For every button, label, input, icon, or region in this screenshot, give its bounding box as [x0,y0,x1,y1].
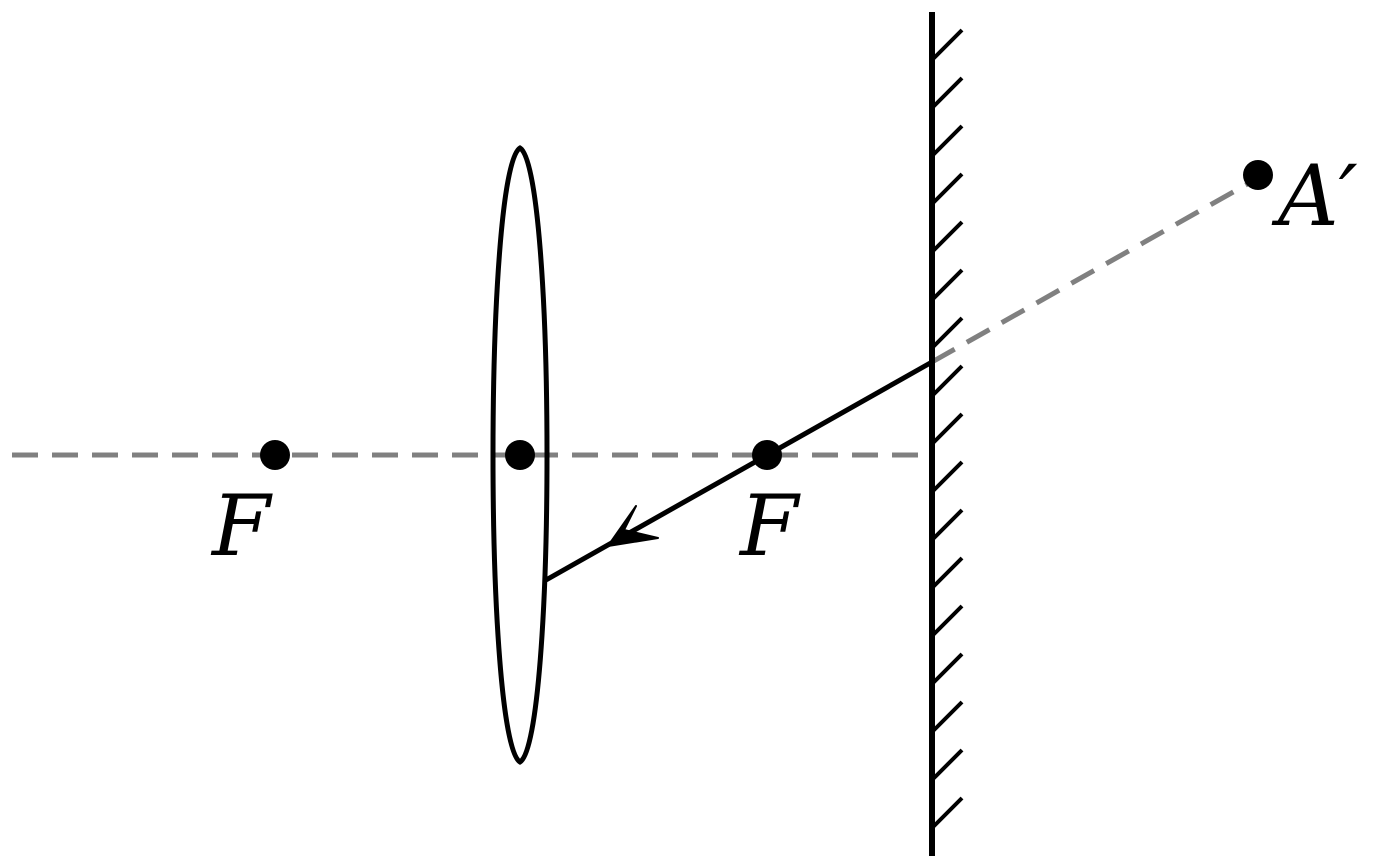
hatch-mark [930,412,964,446]
hatch-mark [930,604,964,638]
hatch-mark [930,364,964,398]
focus-right-label: F [738,477,801,575]
hatch-mark [930,652,964,686]
hatch-mark [930,172,964,206]
hatch-mark [930,796,964,830]
hatch-mark [930,700,964,734]
focus-right-point [752,440,782,470]
hatch-mark [930,748,964,782]
virtual-ray-extension [930,175,1260,365]
hatch-mark [930,556,964,590]
reflected-ray [544,359,934,583]
hatch-mark [930,220,964,254]
hatch-mark [930,76,964,110]
convex-lens [490,145,550,765]
focus-left-label: F [210,477,273,575]
focus-left-point [260,440,290,470]
hatch-mark [930,508,964,542]
optical-center-point [505,440,535,470]
mirror-hatching [930,28,964,830]
hatch-mark [930,268,964,302]
hatch-mark [930,28,964,62]
image-point-a-prime [1243,160,1273,190]
hatch-mark [930,316,964,350]
image-point-label: A′ [1271,147,1358,245]
ray-arrowhead [607,505,659,547]
hatch-mark [930,460,964,494]
hatch-mark [930,124,964,158]
